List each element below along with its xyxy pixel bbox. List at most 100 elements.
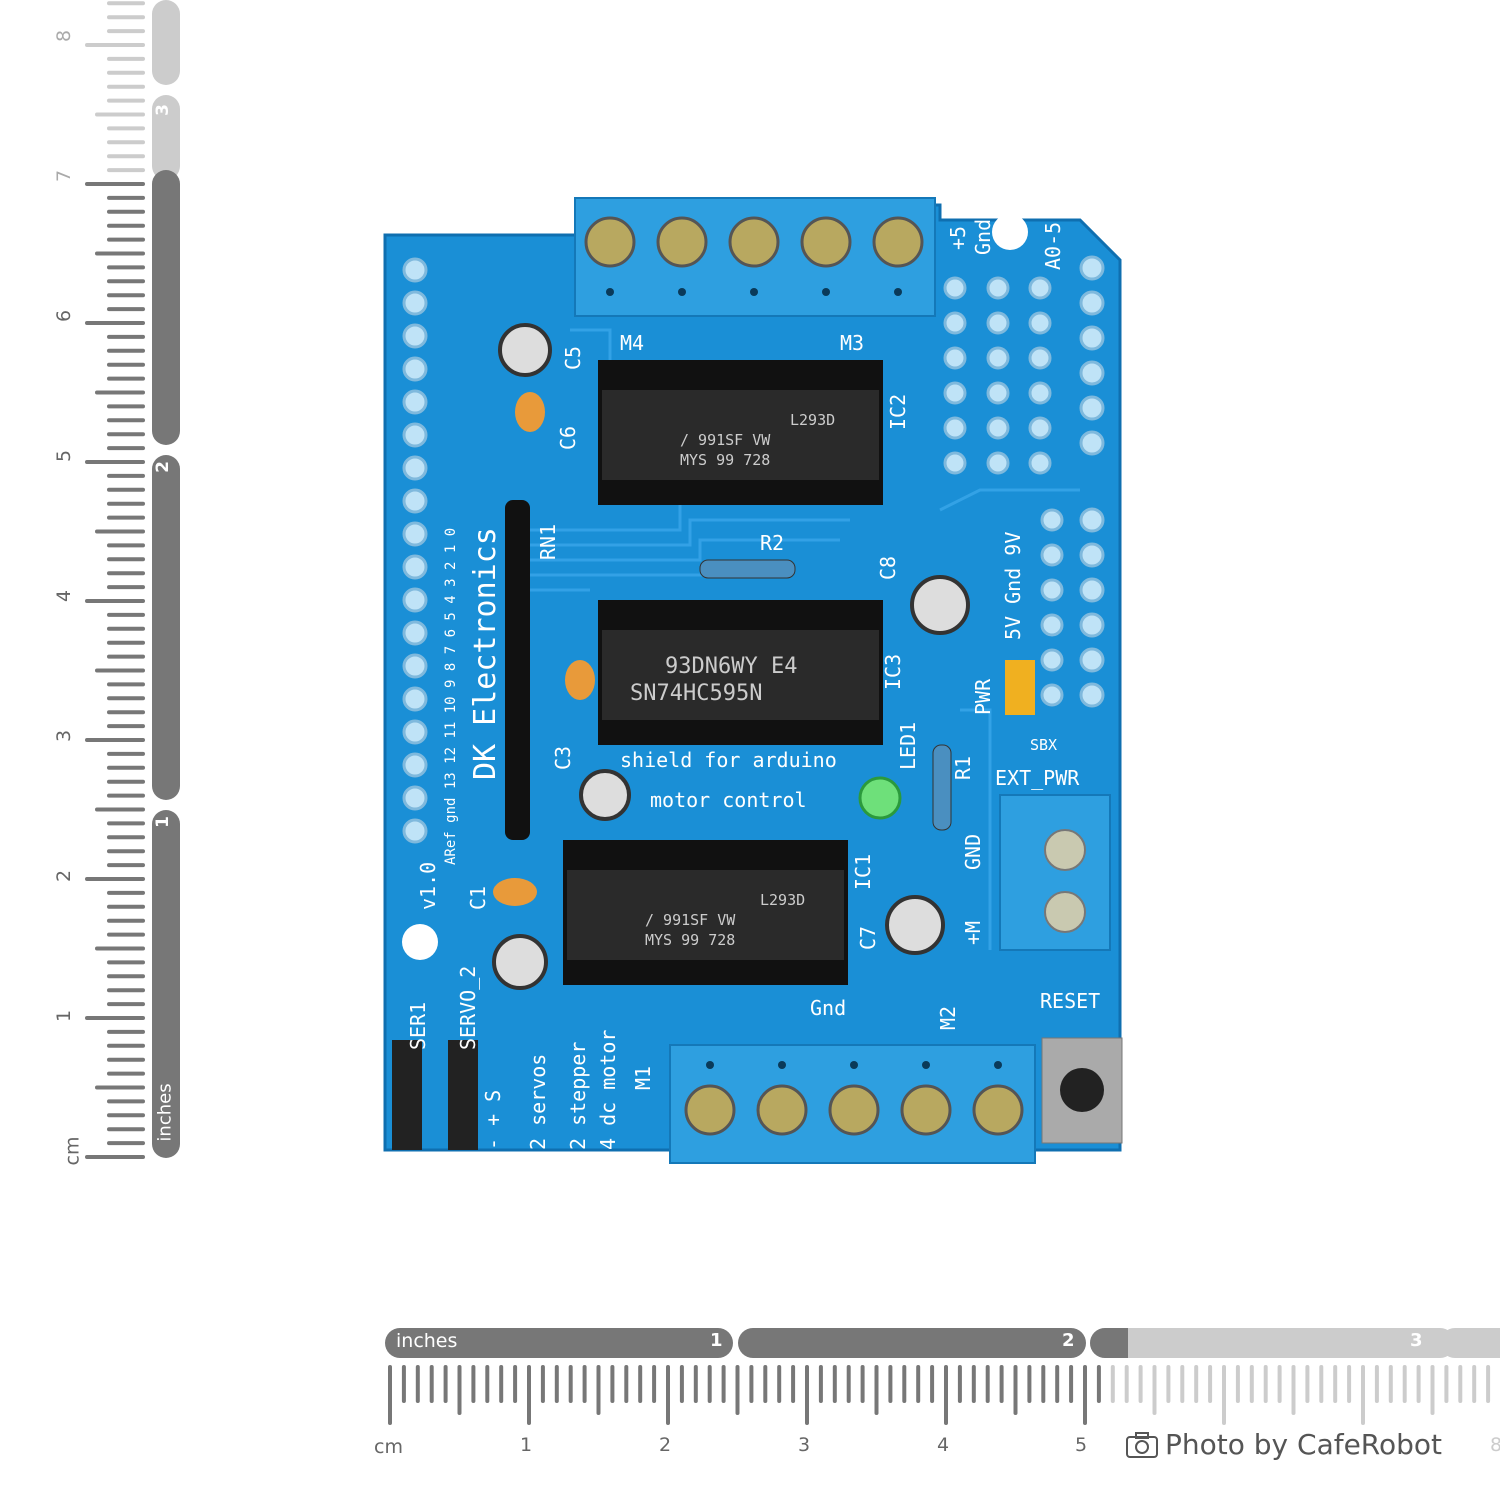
ruler-tick — [1222, 1365, 1226, 1425]
ruler-tick — [107, 418, 145, 423]
header-pin — [402, 422, 428, 448]
screw-terminal — [728, 216, 780, 268]
ruler-tick — [107, 821, 145, 826]
ruler-tick — [107, 654, 145, 659]
ruler-tick — [1444, 1365, 1449, 1403]
ruler-tick — [749, 1365, 754, 1403]
ruler-tick — [107, 626, 145, 631]
ruler-tick — [457, 1365, 462, 1415]
chip-text: 93DN6WY E4 — [665, 654, 797, 679]
ruler-tick — [107, 640, 145, 645]
header-pin — [402, 521, 428, 547]
silk-text: RESET — [1040, 989, 1100, 1013]
ruler-tick — [107, 98, 145, 103]
ruler-tick — [107, 1, 145, 6]
cm-label: 1 — [53, 1009, 76, 1023]
header-pin — [402, 587, 428, 613]
inches-label-vertical: inches — [148, 1080, 184, 1150]
ruler-tick — [107, 334, 145, 339]
ruler-tick — [1486, 1365, 1491, 1403]
ruler-tick — [85, 599, 145, 603]
header-pin — [402, 290, 428, 316]
ruler-tick — [666, 1365, 670, 1425]
ruler-tick — [610, 1365, 615, 1403]
ruler-tick — [85, 877, 145, 881]
header-pin — [402, 389, 428, 415]
inches-text: inches — [154, 1083, 176, 1142]
ruler-tick — [95, 807, 145, 812]
ruler-tick — [95, 112, 145, 117]
silk-text: M1 — [631, 1066, 655, 1090]
cm-label: 4 — [53, 589, 76, 603]
cm-label: 3 — [53, 729, 76, 743]
screw-terminal — [872, 216, 924, 268]
ruler-tick — [1277, 1365, 1282, 1403]
ruler-tick — [107, 501, 145, 506]
ruler-tick — [1291, 1365, 1296, 1415]
ruler-tick — [85, 1155, 145, 1159]
ruler-tick — [818, 1365, 823, 1403]
ruler-tick — [107, 265, 145, 270]
silk-text: SERVO_2 — [456, 966, 480, 1050]
ruler-tick — [582, 1365, 587, 1403]
ruler-tick — [916, 1365, 921, 1403]
ruler-tick — [1388, 1365, 1393, 1403]
silk-text: - + S — [481, 1090, 505, 1150]
ruler-tick — [1347, 1365, 1352, 1403]
ruler-tick — [1180, 1365, 1185, 1403]
cm-label: 5 — [53, 449, 76, 463]
silk-text: EXT_PWR — [995, 766, 1080, 790]
ruler-tick — [485, 1365, 490, 1403]
ceramic-capacitor — [515, 392, 545, 432]
inch-label-h3: 3 — [1410, 1330, 1423, 1351]
inch-label-2: 2 — [152, 461, 173, 473]
ruler-tick — [721, 1365, 726, 1403]
ruler-tick — [107, 293, 145, 298]
ruler-tick — [1472, 1365, 1477, 1403]
ruler-tick — [107, 793, 145, 798]
ruler-tick — [429, 1365, 434, 1403]
chip-text: SN74HC595N — [630, 681, 762, 706]
silk-text: R1 — [951, 756, 975, 780]
header-pin — [402, 818, 428, 844]
inch-label-3: 3 — [152, 104, 173, 116]
cm-label: 3 — [798, 1434, 811, 1456]
ruler-tick — [107, 863, 145, 868]
ruler-tick — [95, 668, 145, 673]
ruler-tick — [693, 1365, 698, 1403]
screw-terminal — [684, 1084, 736, 1136]
chip-text: / 991SF VW — [680, 431, 771, 449]
silk-text: 5V Gnd 9V — [1001, 532, 1025, 640]
ruler-tick — [888, 1365, 893, 1403]
ruler-tick — [638, 1365, 643, 1403]
mounting-hole — [402, 924, 438, 960]
silk-text: 2 servos — [526, 1054, 550, 1150]
ruler-tick — [596, 1365, 601, 1415]
header-pin — [402, 257, 428, 283]
ruler-tick — [107, 1057, 145, 1062]
silk-text: motor control — [650, 788, 807, 812]
ruler-tick — [107, 890, 145, 895]
ruler-tick — [107, 765, 145, 770]
ruler-tick — [624, 1365, 629, 1403]
ruler-tick — [107, 918, 145, 923]
ruler-tick — [107, 557, 145, 562]
ruler-tick — [1402, 1365, 1407, 1403]
ruler-tick — [107, 1141, 145, 1146]
header-pin — [402, 752, 428, 778]
ruler-tick — [107, 988, 145, 993]
ruler-tick — [107, 140, 145, 145]
chip-l293d-bottom — [563, 840, 848, 985]
ruler-tick — [1110, 1365, 1115, 1403]
ruler-tick — [1069, 1365, 1074, 1403]
chip-text: / 991SF VW — [645, 911, 736, 929]
cm-label: 8 — [1490, 1434, 1500, 1456]
ruler-tick — [527, 1365, 531, 1425]
silk-text: 4 dc motor — [596, 1030, 620, 1150]
ruler-tick — [499, 1365, 504, 1403]
silk-text: C8 — [876, 556, 900, 580]
cm-unit-horizontal: cm — [374, 1436, 403, 1458]
ruler-tick — [388, 1365, 392, 1425]
cm-label: 4 — [937, 1434, 950, 1456]
screw-terminal — [828, 1084, 880, 1136]
